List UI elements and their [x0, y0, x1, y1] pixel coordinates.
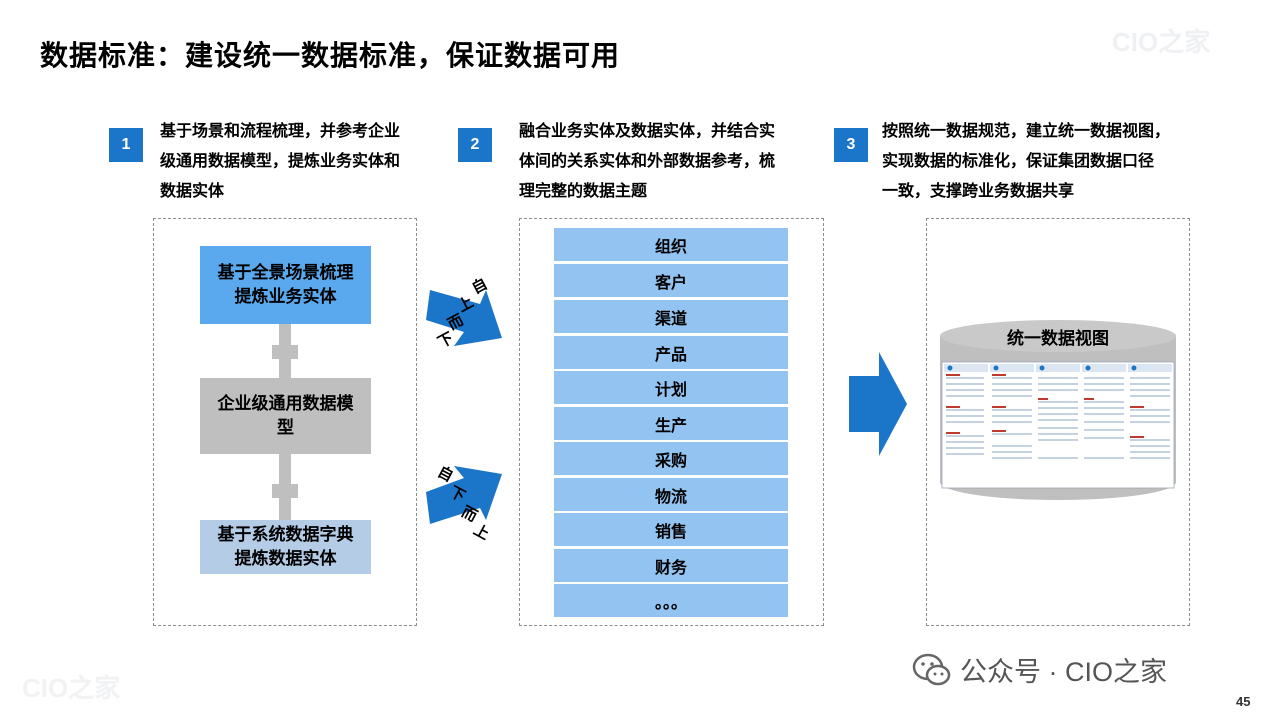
- unified-view-panel: [926, 218, 1190, 626]
- step-2-line-1: 融合业务实体及数据实体，并结合实: [519, 121, 776, 140]
- step-3-line-1: 按照统一数据规范，建立统一数据视图，: [882, 121, 1171, 140]
- footer-brand-text: 公众号 · CIO之家: [960, 657, 1167, 687]
- theme-row: 采购: [554, 442, 788, 475]
- theme-row: 产品: [554, 336, 788, 369]
- data-theme-panel: [519, 218, 824, 626]
- bottom-up-arrow-icon: [426, 466, 502, 524]
- step-3-text: 按照统一数据规范，建立统一数据视图， 实现数据的标准化，保证集团数据口径 一致，…: [882, 116, 1170, 206]
- page-title: 数据标准：建设统一数据标准，保证数据可用: [40, 39, 621, 72]
- step-2-line-2: 体间的关系实体和外部数据参考，梳: [519, 151, 776, 170]
- entity-source-panel: [153, 218, 417, 626]
- wechat-icon: [912, 653, 951, 685]
- data-entity-line-1: 基于系统数据字典: [217, 525, 354, 545]
- watermark-top: CIO之家: [1112, 27, 1211, 57]
- step-1-line-1: 基于场景和流程梳理，并参考企业: [160, 121, 401, 140]
- enterprise-model-block: 企业级通用数据模 型: [200, 378, 371, 454]
- business-entity-block: 基于全景场景梳理 提炼业务实体: [200, 246, 371, 324]
- step-3-number: 3: [834, 128, 868, 162]
- theme-row: 。。。: [554, 584, 788, 617]
- enterprise-model-line-1: 企业级通用数据模: [217, 394, 354, 414]
- step-3-line-3: 一致，支撑跨业务数据共享: [882, 181, 1075, 200]
- footer-brand: 公众号 · CIO之家: [912, 650, 1167, 689]
- theme-row: 物流: [554, 478, 788, 511]
- watermark-bottom: CIO之家: [22, 673, 121, 703]
- theme-row: 组织: [554, 228, 788, 261]
- theme-row: 客户: [554, 264, 788, 297]
- unified-view-label: 统一数据视图: [1007, 329, 1109, 349]
- data-entity-line-2: 提炼数据实体: [234, 549, 337, 569]
- theme-row: 计划: [554, 371, 788, 404]
- step-1-text: 基于场景和流程梳理，并参考企业 级通用数据模型，提炼业务实体和 数据实体: [160, 116, 400, 206]
- theme-row: 生产: [554, 407, 788, 440]
- theme-row: 渠道: [554, 300, 788, 333]
- step-1-line-2: 级通用数据模型，提炼业务实体和: [160, 151, 401, 170]
- theme-row: 财务: [554, 549, 788, 582]
- step-2-number: 2: [458, 128, 492, 162]
- theme-row: 销售: [554, 513, 788, 546]
- step-1-number: 1: [109, 128, 143, 162]
- page-number: 45: [1236, 694, 1251, 709]
- step-2-line-3: 理完整的数据主题: [519, 181, 648, 200]
- business-entity-line-1: 基于全景场景梳理: [217, 263, 354, 283]
- top-down-arrow-icon: [426, 290, 502, 346]
- data-entity-block: 基于系统数据字典 提炼数据实体: [200, 520, 371, 574]
- step-2-text: 融合业务实体及数据实体，并结合实 体间的关系实体和外部数据参考，梳 理完整的数据…: [519, 116, 775, 206]
- enterprise-model-line-2: 型: [277, 418, 294, 438]
- business-entity-line-2: 提炼业务实体: [234, 287, 337, 307]
- step-1-line-3: 数据实体: [160, 181, 225, 200]
- connector-top-joint: [272, 345, 298, 359]
- database-cylinder-icon: [940, 320, 1176, 500]
- connector-bottom-joint: [272, 484, 298, 498]
- right-arrow-icon: [849, 352, 907, 456]
- step-3-line-2: 实现数据的标准化，保证集团数据口径: [882, 151, 1155, 170]
